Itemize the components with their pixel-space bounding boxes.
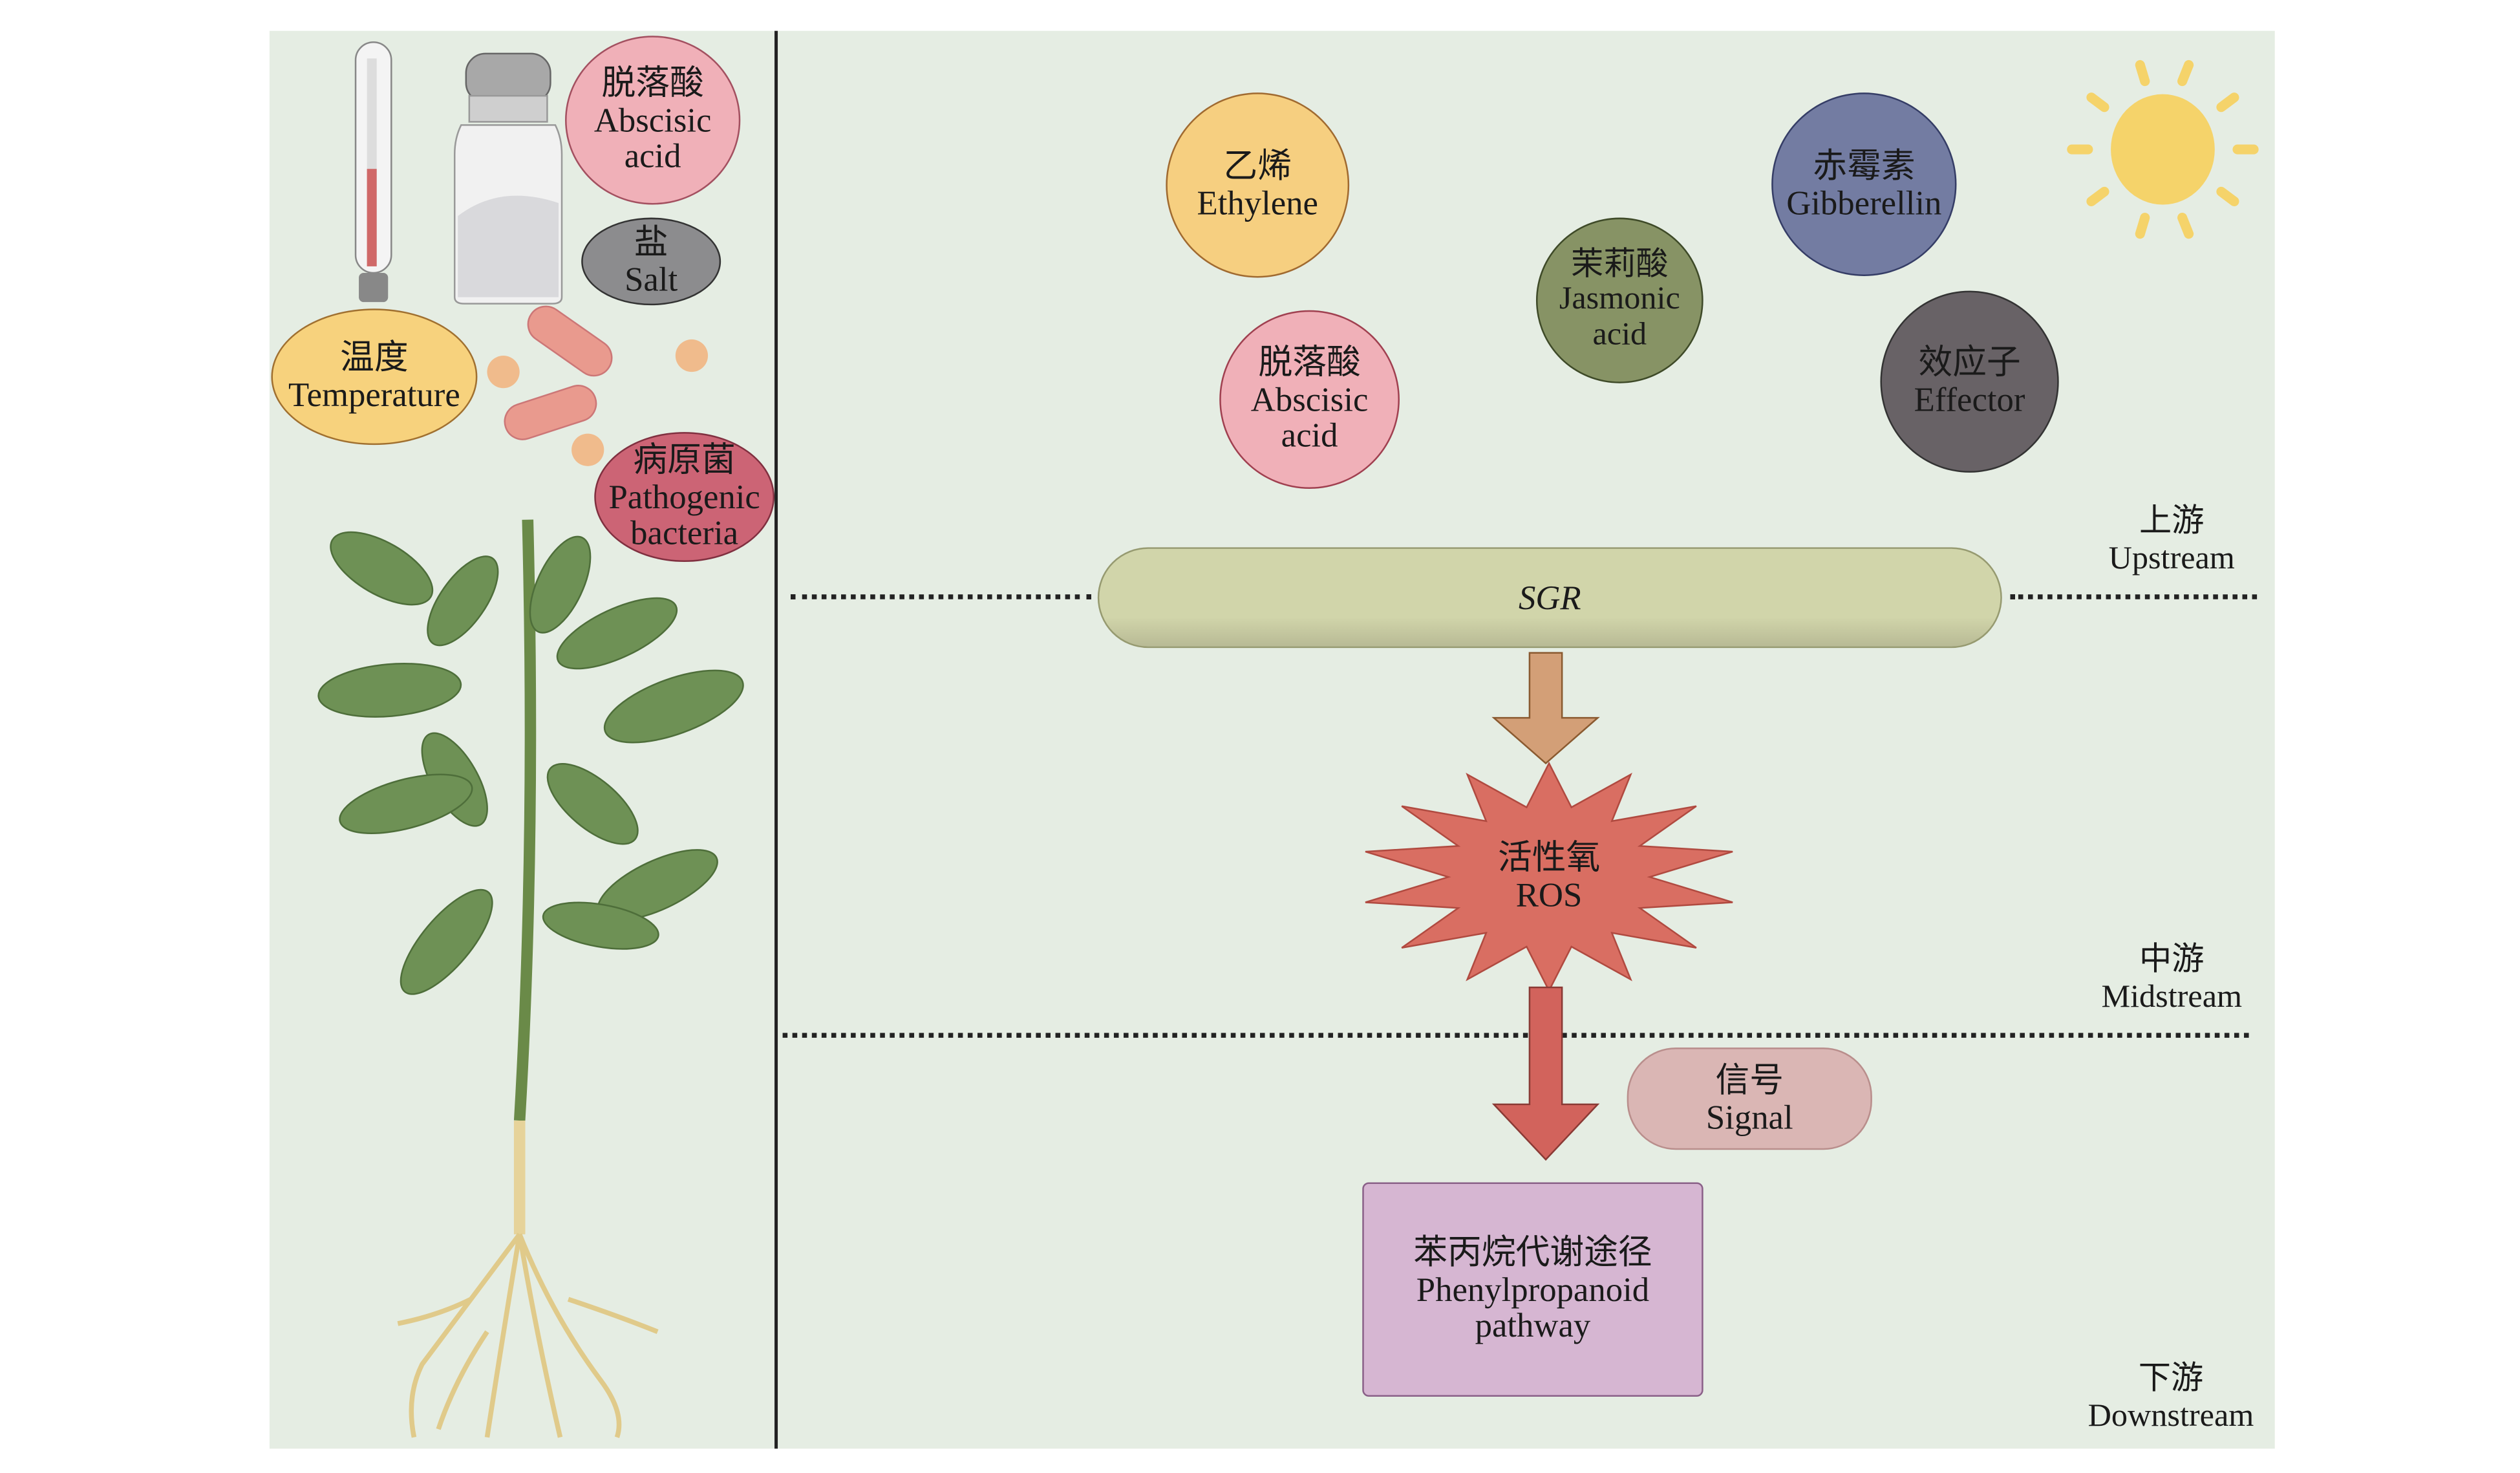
signal-label-zh: 信号 bbox=[1715, 1060, 1784, 1099]
factor-label-zh: 脱落酸 bbox=[601, 63, 704, 103]
pathway-label-en: Phenylpropanoid bbox=[1416, 1269, 1650, 1309]
stage-label-zh: 中游 bbox=[2139, 941, 2205, 978]
factor-label-en: bacteria bbox=[630, 513, 739, 553]
stage-midstream: 中游 Midstream bbox=[2078, 942, 2265, 1017]
panel-divider bbox=[774, 30, 777, 1449]
stage-label-zh: 下游 bbox=[2138, 1360, 2204, 1397]
factor-label-en: Temperature bbox=[288, 375, 460, 414]
hormone-label-zh: 脱落酸 bbox=[1258, 342, 1361, 382]
hormone-effector: 效应子 Effector bbox=[1880, 290, 2059, 473]
factor-temperature: 温度 Temperature bbox=[271, 308, 478, 446]
stage-label-en: Upstream bbox=[2108, 541, 2235, 577]
arrow-ros-to-pathway bbox=[1491, 986, 1600, 1161]
hormone-gibberellin: 赤霉素 Gibberellin bbox=[1771, 92, 1957, 276]
factor-pathogenic-bacteria: 病原菌 Pathogenic bacteria bbox=[594, 432, 775, 563]
hormone-label-en: Abscisic bbox=[1250, 379, 1369, 419]
pathway-label-en: pathway bbox=[1475, 1306, 1591, 1346]
hormone-label-zh: 茉莉酸 bbox=[1570, 246, 1669, 283]
hormone-label-zh: 乙烯 bbox=[1223, 146, 1292, 186]
hormone-label-en: Jasmonic bbox=[1559, 281, 1680, 317]
phenylpropanoid-pathway-box: 苯丙烷代谢途径 Phenylpropanoid pathway bbox=[1362, 1182, 1703, 1397]
factor-label-en: Pathogenic bbox=[608, 477, 760, 516]
hormone-label-en: acid bbox=[1592, 316, 1647, 352]
factor-label-en: Abscisic bbox=[593, 100, 712, 140]
hormone-label-en: Gibberellin bbox=[1786, 182, 1942, 222]
hormone-label-en: acid bbox=[1281, 416, 1338, 456]
stage-downstream: 下游 Downstream bbox=[2066, 1361, 2277, 1436]
plant-icon bbox=[317, 519, 744, 1438]
stage-label-en: Midstream bbox=[2101, 979, 2243, 1015]
sgr-gene: SGR bbox=[1097, 547, 2002, 649]
upstream-divider-right bbox=[2010, 594, 2258, 599]
ros-label-zh: 活性氧 bbox=[1497, 838, 1601, 878]
hormone-abscisic-acid: 脱落酸 Abscisic acid bbox=[1219, 310, 1400, 489]
signal-box: 信号 Signal bbox=[1627, 1047, 1872, 1150]
hormone-label-en: Ethylene bbox=[1197, 183, 1318, 223]
midstream-divider bbox=[782, 1033, 2249, 1038]
pathway-label-zh: 苯丙烷代谢途径 bbox=[1413, 1232, 1652, 1272]
hormone-jasmonic-acid: 茉莉酸 Jasmonic acid bbox=[1535, 217, 1703, 383]
factor-abscisic-acid: 脱落酸 Abscisic acid bbox=[565, 36, 741, 205]
ros-label: 活性氧 ROS bbox=[1468, 820, 1630, 934]
sun-icon bbox=[2067, 59, 2259, 239]
hormone-label-zh: 赤霉素 bbox=[1813, 145, 1916, 185]
thermometer-icon bbox=[354, 41, 392, 303]
factor-label-en: acid bbox=[624, 136, 681, 177]
hormone-ethylene: 乙烯 Ethylene bbox=[1166, 92, 1350, 278]
hormone-label-en: Effector bbox=[1914, 380, 2025, 419]
sgr-label: SGR bbox=[1518, 577, 1581, 617]
stage-label-zh: 上游 bbox=[2139, 503, 2205, 539]
bacteria-icon bbox=[487, 305, 709, 466]
ros-label-en: ROS bbox=[1515, 875, 1583, 915]
hormone-label-zh: 效应子 bbox=[1918, 343, 2021, 383]
signal-label-en: Signal bbox=[1705, 1097, 1793, 1136]
salt-shaker-icon bbox=[453, 52, 563, 305]
factor-label-zh: 病原菌 bbox=[633, 440, 736, 479]
factor-salt: 盐 Salt bbox=[581, 217, 721, 306]
stage-label-en: Downstream bbox=[2088, 1398, 2254, 1434]
arrow-sgr-to-ros bbox=[1491, 652, 1600, 765]
factor-label-en: Salt bbox=[625, 259, 678, 299]
upstream-divider-left bbox=[791, 594, 1091, 599]
stage-upstream: 上游 Upstream bbox=[2078, 504, 2265, 579]
factor-label-zh: 盐 bbox=[634, 222, 668, 263]
factor-label-zh: 温度 bbox=[340, 338, 409, 378]
